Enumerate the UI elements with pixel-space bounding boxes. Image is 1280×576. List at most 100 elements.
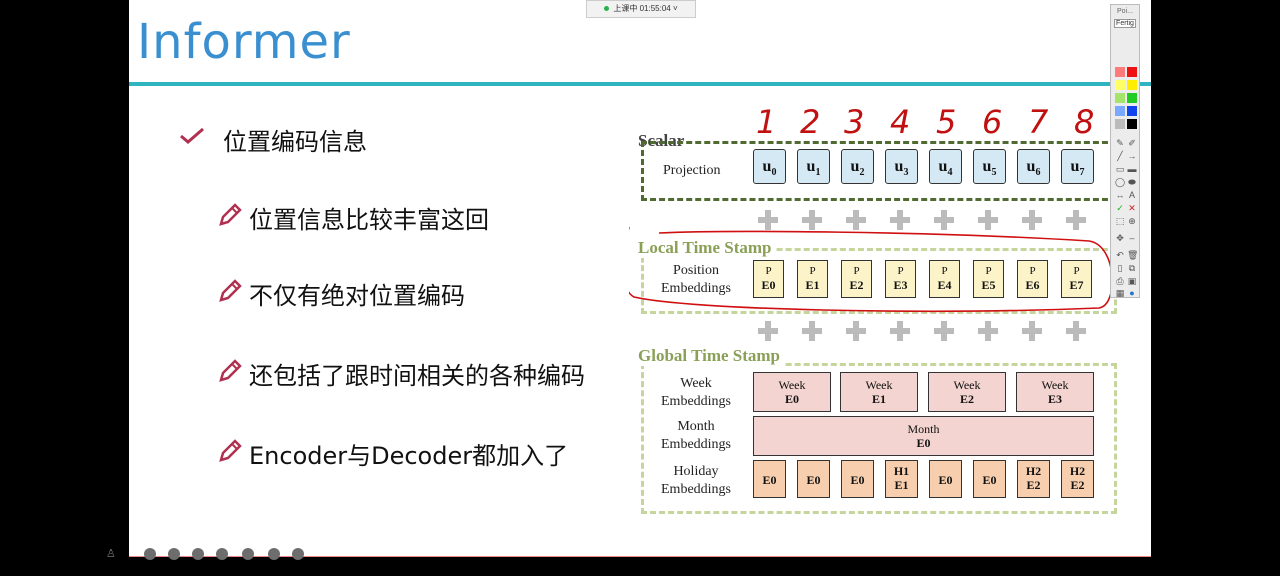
plus-icon — [978, 321, 998, 341]
u-token-letter: u — [762, 158, 772, 175]
plus-icon — [890, 210, 910, 230]
ellipse-tool-icon[interactable]: ◯ — [1115, 177, 1126, 187]
u-token-letter: u — [1070, 158, 1080, 175]
holiday-embedding-box: E0 — [753, 460, 786, 498]
u-token-letter: u — [1026, 158, 1036, 175]
presenter-controls: ♙ — [104, 545, 314, 565]
rectangle-tool-icon[interactable]: ▭ — [1115, 164, 1125, 174]
position-box-bottom: E6 — [1025, 278, 1040, 292]
month-box-bottom: E0 — [916, 436, 931, 450]
position-box-bottom: E5 — [981, 278, 996, 292]
recording-status-bar[interactable]: 上课中 01:55:04 ˅ — [586, 0, 696, 18]
handwritten-number: 7 — [1028, 103, 1049, 141]
image-icon[interactable]: ▦ — [1115, 288, 1125, 298]
color-swatch[interactable] — [1115, 93, 1125, 103]
position-box-top: P — [1073, 265, 1080, 277]
week-box-top: Week — [865, 378, 893, 392]
u-token-subscript: 1 — [815, 167, 821, 179]
sub-bullet-text: 不仅有绝对位置编码 — [249, 282, 465, 310]
holiday-box-top: H1 — [893, 464, 910, 478]
week-label: Week Embeddings — [661, 375, 731, 411]
u-token-letter: u — [806, 158, 816, 175]
next-slide-icon[interactable] — [168, 548, 180, 560]
color-swatch[interactable] — [1115, 106, 1125, 116]
week-label-line2: Embeddings — [661, 394, 731, 409]
subtitles-icon[interactable] — [268, 548, 280, 560]
pencil-icon — [219, 279, 242, 302]
trash-icon[interactable]: 🗑 — [1127, 250, 1139, 260]
more-options-icon[interactable] — [292, 548, 304, 560]
pencil-icon — [219, 203, 242, 226]
position-box-top: P — [897, 265, 904, 277]
previous-slide-icon[interactable] — [144, 548, 156, 560]
title-divider — [129, 82, 1151, 86]
check-tool-icon[interactable]: ✓ — [1116, 203, 1124, 213]
week-label-line1: Week — [680, 376, 712, 391]
month-label: Month Embeddings — [661, 418, 731, 454]
zoom-icon[interactable] — [216, 548, 228, 560]
print-icon[interactable]: ⎙ — [1116, 276, 1124, 286]
save-icon[interactable]: ▣ — [1127, 276, 1137, 286]
plus-icon — [846, 210, 866, 230]
fertig-button[interactable]: Fertig — [1114, 19, 1136, 28]
minus-tool-icon[interactable]: – — [1129, 233, 1135, 243]
filled-rect-tool-icon[interactable]: ▬ — [1127, 164, 1137, 174]
u-token-box: u5 — [973, 149, 1006, 184]
week-box-top: Week — [953, 378, 981, 392]
holiday-box-bottom: E0 — [938, 473, 953, 487]
month-label-line2: Embeddings — [661, 437, 731, 452]
slide-title: Informer — [137, 14, 351, 70]
u-token-box: u3 — [885, 149, 918, 184]
global-box — [641, 363, 1117, 514]
color-swatch[interactable] — [1127, 106, 1137, 116]
week-box-top: Week — [1041, 378, 1069, 392]
holiday-box-bottom: E0 — [982, 473, 997, 487]
video-icon[interactable] — [242, 548, 254, 560]
select-tool-icon[interactable]: ⬚ — [1115, 216, 1125, 226]
color-swatch[interactable] — [1127, 80, 1137, 90]
cross-tool-icon[interactable]: ✕ — [1128, 203, 1136, 213]
plus-icon — [758, 321, 778, 341]
pen-icon[interactable] — [192, 548, 204, 560]
plus-icon — [934, 321, 954, 341]
move-tool-icon[interactable]: ✥ — [1116, 233, 1124, 243]
copy-icon[interactable]: ⧉ — [1128, 263, 1136, 273]
red-annotation-circle — [629, 227, 1114, 312]
undo-icon[interactable]: ↶ — [1116, 250, 1124, 260]
help-icon[interactable]: ● — [1129, 288, 1135, 298]
handwritten-number: 1 — [756, 103, 777, 141]
month-box: Month E0 — [753, 416, 1094, 456]
color-swatch[interactable] — [1115, 119, 1125, 129]
zoom-tool-icon[interactable]: ⊕ — [1128, 216, 1136, 226]
line-tool-icon[interactable]: ╱ — [1117, 151, 1123, 161]
pencil-icon — [219, 439, 242, 462]
new-page-icon[interactable]: ▯ — [1117, 263, 1123, 273]
sub-bullet-text: 还包括了跟时间相关的各种编码 — [249, 362, 585, 390]
color-swatch[interactable] — [1115, 80, 1125, 90]
color-swatch[interactable] — [1127, 67, 1137, 77]
double-arrow-tool-icon[interactable]: ↔ — [1115, 190, 1125, 200]
plus-icon — [758, 210, 778, 230]
arrow-tool-icon[interactable]: → — [1127, 151, 1137, 161]
color-swatch[interactable] — [1127, 119, 1137, 129]
marker-tool-icon[interactable]: ✐ — [1128, 138, 1136, 148]
text-tool-icon[interactable]: A — [1128, 190, 1135, 200]
plus-icon — [1022, 210, 1042, 230]
u-token-letter: u — [850, 158, 860, 175]
filled-ellipse-tool-icon[interactable]: ⬬ — [1128, 177, 1136, 187]
pencil-icon — [219, 359, 242, 382]
pen-tool-icon[interactable]: ✎ — [1116, 138, 1124, 148]
color-swatch[interactable] — [1115, 67, 1125, 77]
people-icon[interactable]: ♙ — [106, 548, 116, 560]
color-swatch[interactable] — [1127, 93, 1137, 103]
holiday-embedding-box: E0 — [797, 460, 830, 498]
holiday-box-bottom: E0 — [850, 473, 865, 487]
u-token-subscript: 3 — [903, 167, 909, 179]
position-label: Position Embeddings — [661, 262, 731, 298]
